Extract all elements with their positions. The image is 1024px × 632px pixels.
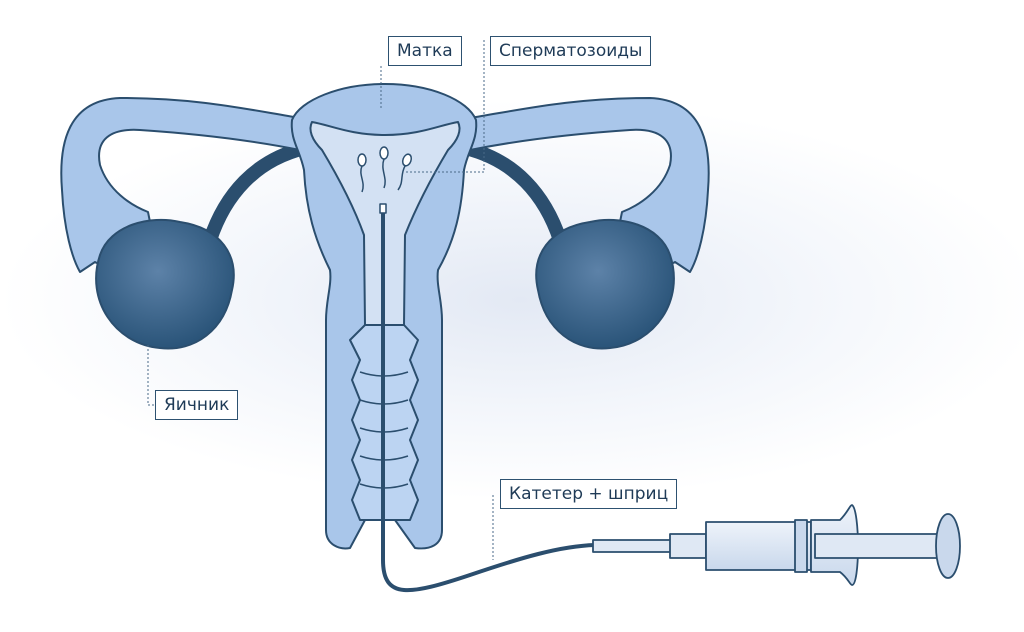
catheter-tube bbox=[381, 213, 596, 593]
sperm-cells bbox=[357, 146, 413, 193]
label-ovary: Яичник bbox=[155, 390, 239, 420]
left-ligament bbox=[203, 141, 307, 243]
right-ligament bbox=[463, 141, 567, 243]
label-uterus: Матка bbox=[388, 36, 462, 66]
label-sperm: Сперматозоиды bbox=[490, 36, 652, 66]
label-catheter-syringe: Катетер + шприц bbox=[500, 479, 678, 509]
syringe bbox=[592, 504, 961, 586]
leader-lines bbox=[147, 40, 494, 560]
right-ovary bbox=[535, 218, 675, 350]
left-ovary bbox=[95, 218, 235, 350]
